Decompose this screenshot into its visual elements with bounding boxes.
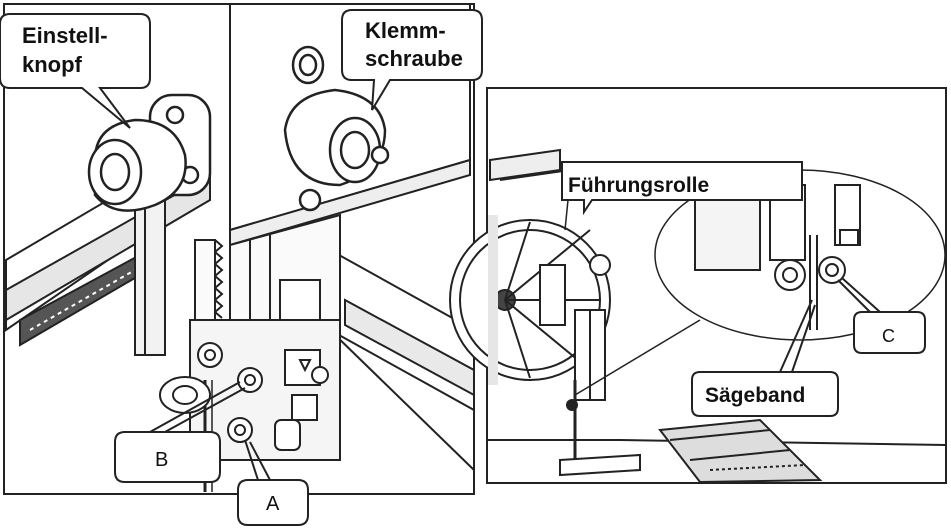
adjust-knob-label-line1: Einstell- (22, 23, 108, 48)
zoom-line (574, 319, 701, 396)
saw-frame (489, 148, 611, 401)
callout-c: C (837, 277, 926, 354)
left-panel: Einstell- knopf Klemm- schraube B A (0, 3, 483, 526)
callout-clamp-screw: Klemm- schraube (341, 9, 483, 111)
guide-roller-label: Führungsrolle (568, 174, 709, 197)
callout-saw-blade: Sägeband (691, 299, 839, 417)
saw-blade-label: Sägeband (705, 384, 805, 407)
lower-rail (329, 248, 475, 471)
adjust-knob-label-line2: knopf (22, 52, 83, 77)
label-b: B (155, 449, 168, 471)
clamp-screw-label-line1: Klemm- (365, 18, 446, 43)
callout-guide-roller: Führungsrolle (561, 161, 803, 231)
callout-a: A (237, 439, 309, 526)
adjustment-knob (87, 93, 212, 212)
right-panel: Führungsrolle Sägeband C (449, 87, 947, 484)
clamp-screw (283, 45, 390, 212)
callout-b: B (114, 381, 246, 483)
saw-table (487, 418, 947, 484)
label-c: C (882, 326, 895, 346)
blade-guide-roller-small (566, 399, 578, 411)
guide-bearings (159, 342, 263, 443)
label-a: A (266, 493, 280, 515)
callout-adjust-knob: Einstell- knopf (0, 13, 151, 129)
clamp-screw-label-line2: schraube (365, 46, 463, 71)
